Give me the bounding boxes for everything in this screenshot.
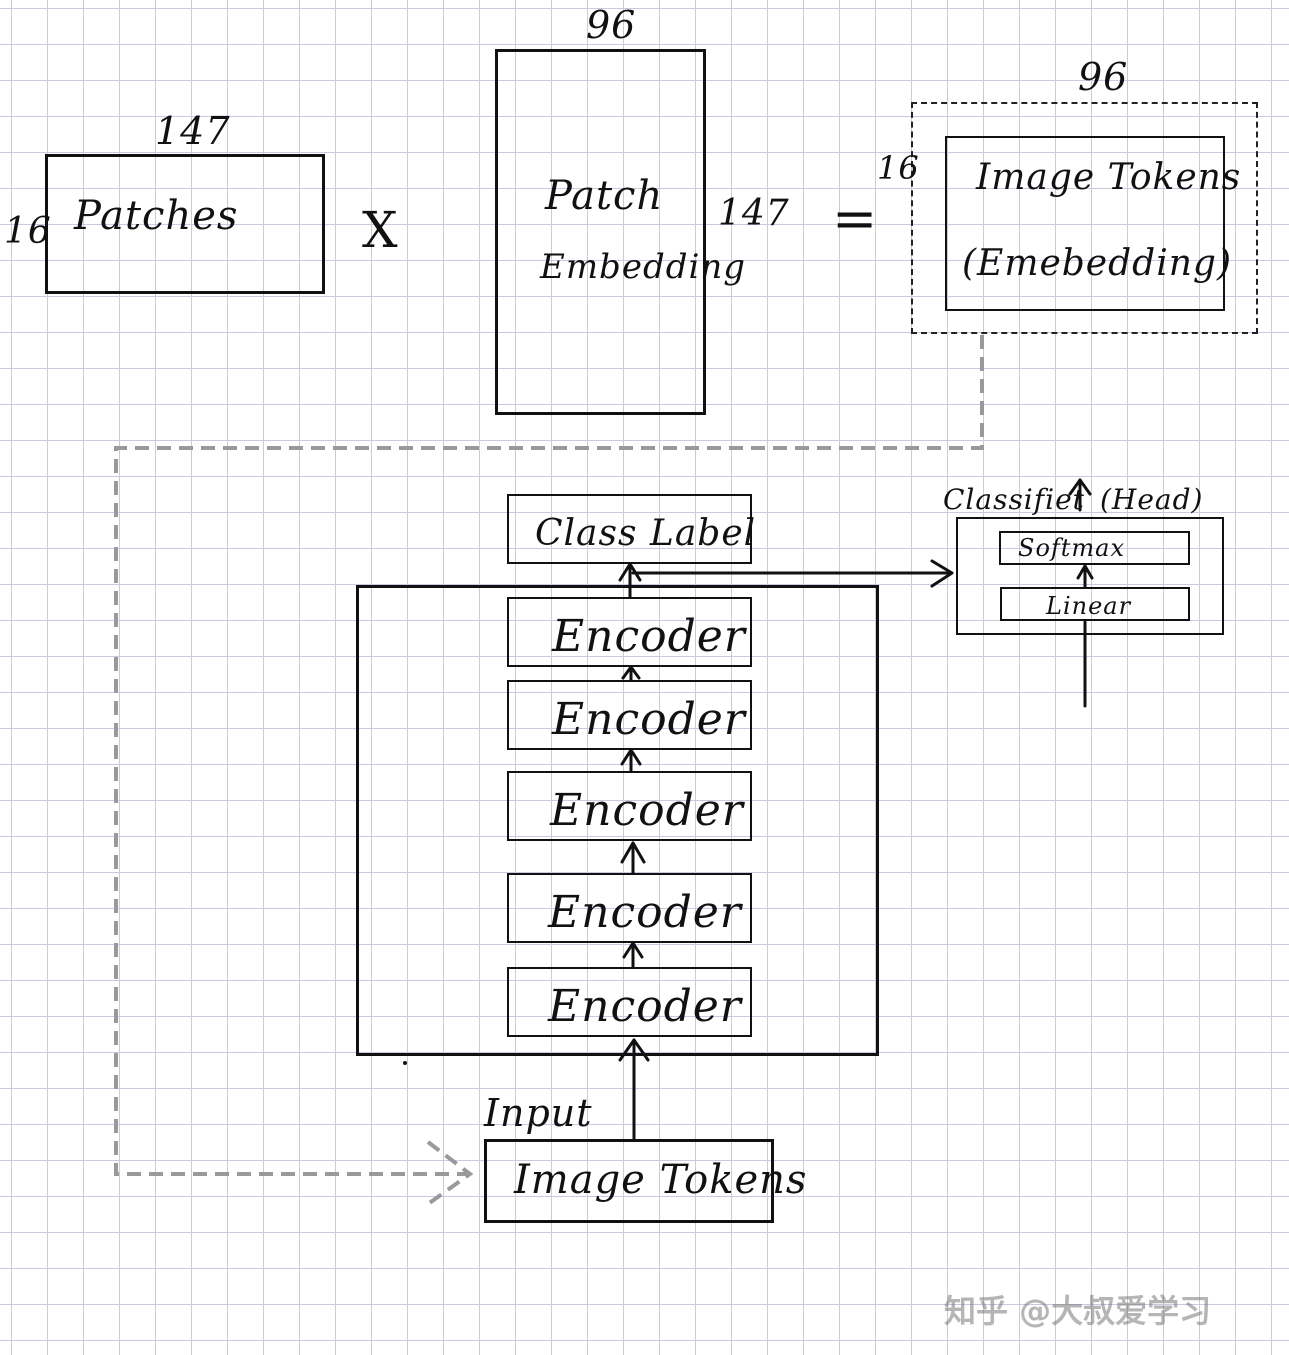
encoder-block-4 <box>507 680 752 750</box>
patches-box <box>45 154 325 294</box>
image-tokens-height-dim: 16 <box>877 149 920 187</box>
input-image-tokens-label: Image Tokens <box>514 1157 808 1203</box>
linear-label: Linear <box>1046 592 1132 620</box>
watermark-text: 知乎 @大叔爱学习 <box>944 1292 1212 1330</box>
encoder-block-2 <box>507 873 752 943</box>
patches-label: Patches <box>74 193 239 239</box>
class-label-text: Class Label <box>535 513 757 554</box>
input-label: Input <box>484 1091 593 1135</box>
patch-embedding-width-dim: 96 <box>586 3 637 47</box>
multiply-sign: X <box>362 201 398 259</box>
encoder-label-5: Encoder <box>552 611 746 662</box>
arrowhead-5-class <box>618 562 642 582</box>
classifier-head-box <box>956 517 1224 635</box>
classifier-head-title: Classifiet <box>943 483 1085 516</box>
patches-height-dim: 16 <box>4 211 52 252</box>
dashed-flow-path <box>114 335 984 1206</box>
head-output-arrowhead <box>1068 478 1092 496</box>
encoder-block-3 <box>507 771 752 841</box>
patch-embedding-label-line2: Embedding <box>540 247 747 287</box>
linear-softmax-arrowhead <box>1076 564 1094 580</box>
dashed-arrowhead <box>426 1140 474 1206</box>
patch-embedding-box <box>495 49 706 415</box>
image-tokens-dashed-frame <box>911 102 1258 334</box>
patch-embedding-height-dim: 147 <box>718 193 790 234</box>
patches-width-dim: 147 <box>155 109 231 153</box>
image-tokens-label-line2: (Emebedding) <box>962 243 1232 284</box>
arrowhead-1-2 <box>622 941 644 959</box>
classifier-arrowhead <box>930 559 954 588</box>
image-tokens-width-dim: 96 <box>1078 55 1129 99</box>
dashed-connector-line <box>114 335 984 1176</box>
image-tokens-embedding-box <box>945 136 1225 311</box>
softmax-label: Softmax <box>1018 534 1126 562</box>
arrowhead-3-4 <box>620 748 642 766</box>
input-image-tokens-box <box>484 1139 774 1223</box>
stray-dot <box>403 1061 407 1065</box>
patch-embedding-label-line1: Patch <box>545 173 664 219</box>
encoder-label-1: Encoder <box>548 981 742 1032</box>
input-arrowhead <box>618 1038 650 1062</box>
image-tokens-label-line1: Image Tokens <box>976 157 1242 198</box>
arrowhead-4-5 <box>621 665 641 680</box>
classifier-head-title-suffix: (Head) <box>1100 483 1204 516</box>
encoder-block-1 <box>507 967 752 1037</box>
softmax-box <box>999 531 1190 565</box>
encoder-label-2: Encoder <box>548 887 742 938</box>
arrowhead-2-3 <box>620 841 646 864</box>
encoder-label-4: Encoder <box>552 694 746 745</box>
transformer-encoder-container <box>356 585 879 1056</box>
equals-sign: = <box>832 187 878 250</box>
encoder-label-3: Encoder <box>550 785 744 836</box>
linear-box <box>1000 587 1190 621</box>
